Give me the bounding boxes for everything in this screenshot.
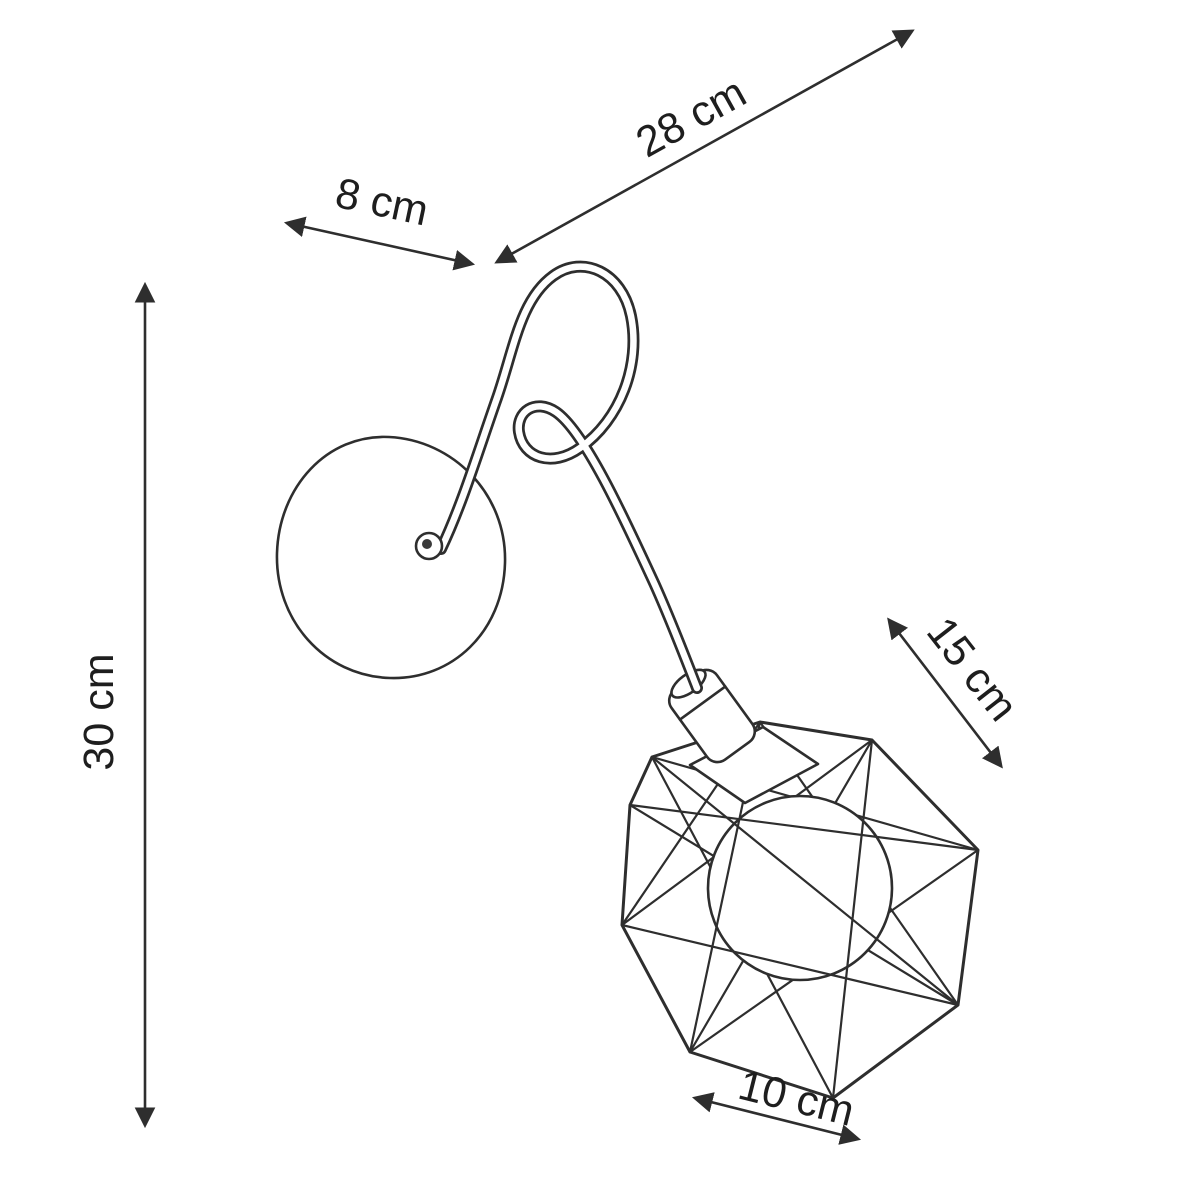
dimension-label-arm-length: 28 cm: [628, 68, 754, 167]
lamp-socket: [667, 668, 757, 764]
cage-front-wires: [620, 720, 980, 1100]
dimension-arm-length: 28 cm: [494, 29, 915, 264]
dimension-label-wall-offset: 8 cm: [331, 169, 432, 235]
mount-knuckle: [414, 531, 444, 561]
dimension-height: 30 cm: [75, 281, 156, 1129]
cage-shade: [620, 720, 980, 1100]
dimension-shade-width: 10 cm: [691, 1061, 862, 1145]
cage-outline: [620, 720, 980, 1100]
dimension-label-shade-depth: 15 cm: [917, 608, 1027, 730]
wall-mount-plate: [275, 435, 507, 680]
dimension-label-height: 30 cm: [75, 653, 123, 770]
light-bulb: [706, 794, 894, 982]
dimension-wall-offset: 8 cm: [283, 169, 476, 271]
cord-arm: [435, 260, 703, 694]
dimension-shade-depth: 15 cm: [887, 608, 1027, 769]
